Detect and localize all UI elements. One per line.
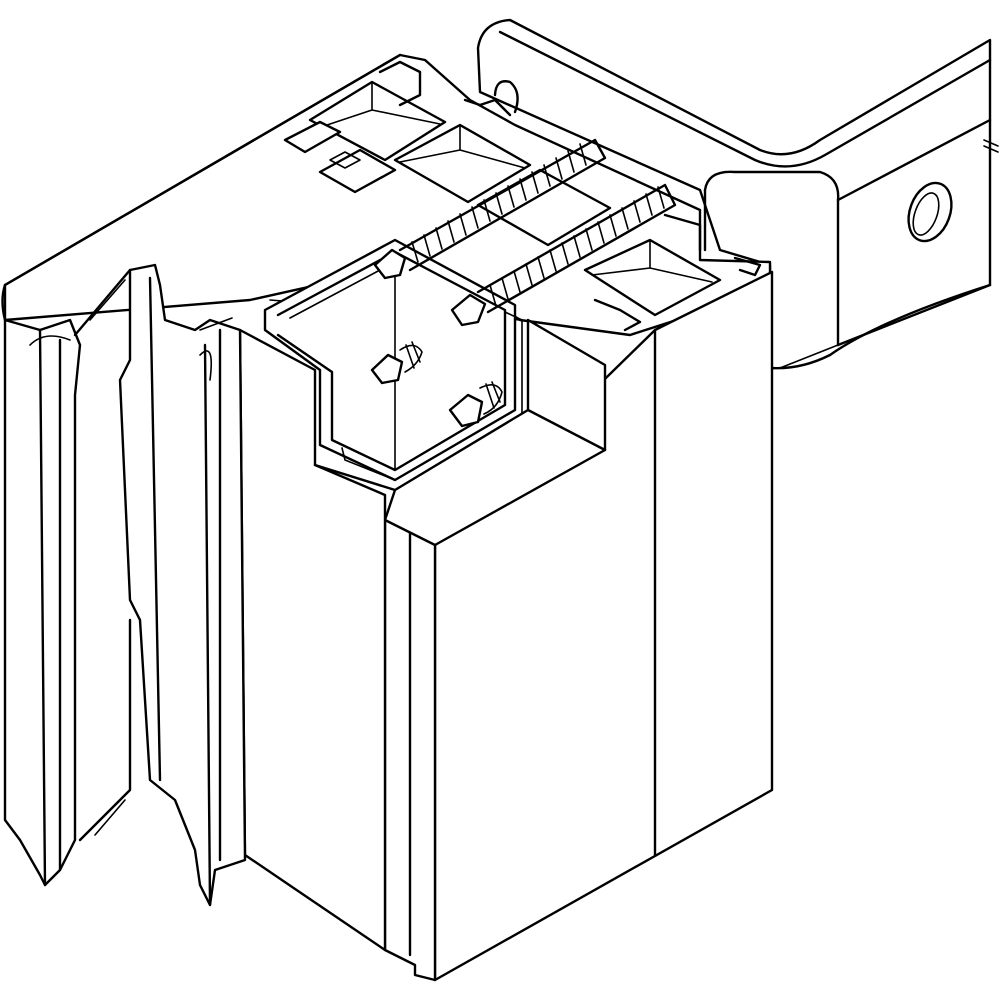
outer-frame-profile xyxy=(3,263,774,982)
screw-lower xyxy=(450,183,677,327)
frame-screws xyxy=(370,138,677,428)
bracket-hole xyxy=(907,181,953,243)
screw-bottom xyxy=(448,381,503,428)
wall-anchor-bracket xyxy=(476,18,999,370)
screw-mid xyxy=(370,341,423,385)
screw-upper xyxy=(373,138,607,280)
